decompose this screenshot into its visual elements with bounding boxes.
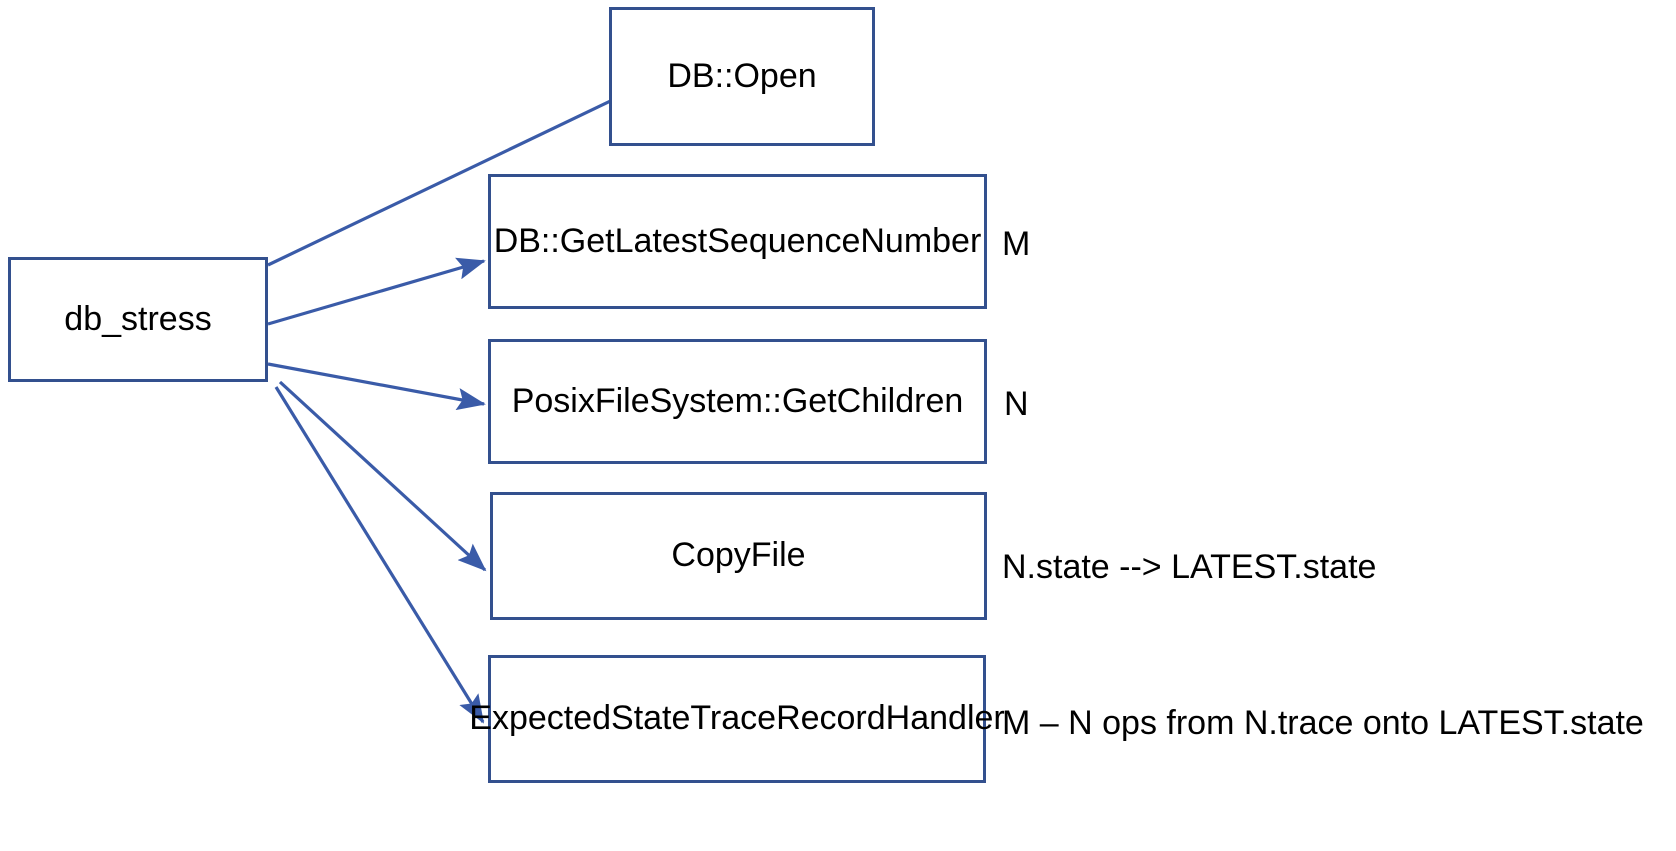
node-db-stress-label: db_stress xyxy=(64,299,212,338)
edge-db-stress-to-copy-file xyxy=(278,380,487,572)
node-copyfile-label: CopyFile xyxy=(671,536,806,575)
annotation-copyfile: N.state --> LATEST.state xyxy=(1002,548,1377,586)
edge-db-stress-to-expected-state-trace-record-handler xyxy=(274,386,485,724)
node-db-stress[interactable]: db_stress xyxy=(8,257,268,382)
node-db-open-label: DB::Open xyxy=(667,56,817,95)
node-db-open[interactable]: DB::Open xyxy=(609,7,875,146)
annotation-db-getlatestsequencenumber: M xyxy=(1002,225,1031,263)
edge-db-stress-to-get-latest-sequence-number xyxy=(267,257,486,326)
edge-db-stress-to-get-children xyxy=(267,362,486,411)
annotation-posixfilesystem-getchildren: N xyxy=(1004,385,1029,423)
node-expectedstatetracerecordhandler[interactable]: ExpectedStateTraceRecordHandler xyxy=(469,655,1005,783)
annotation-expectedstatetracerecordhandler: M – N ops from N.trace onto LATEST.state xyxy=(1002,704,1644,742)
node-posixfilesystem-getchildren-label: PosixFileSystem::GetChildren xyxy=(511,381,964,420)
node-expectedstatetracerecordhandler-label: ExpectedStateTraceRecordHandler xyxy=(469,699,1005,738)
node-posixfilesystem-getchildren[interactable]: PosixFileSystem::GetChildren xyxy=(488,339,987,464)
node-copyfile[interactable]: CopyFile xyxy=(490,492,987,620)
node-db-getlatestsequencenumber[interactable]: DB::GetLatestSequenceNumber xyxy=(488,174,987,309)
node-db-getlatestsequencenumber-label: DB::GetLatestSequenceNumber xyxy=(493,221,982,260)
